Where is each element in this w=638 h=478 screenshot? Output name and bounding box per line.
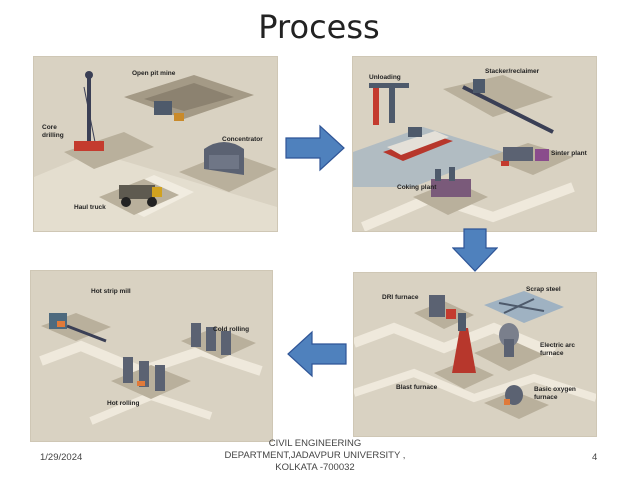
label-stacker-reclaimer: Stacker/reclaimer [485,68,540,75]
scrap-steel [484,291,564,323]
label-drilling: drilling [42,132,64,139]
label-cold-rolling: Cold rolling [213,326,249,333]
label-basic-oxygen: Basic oxygen [534,386,576,393]
basic-oxygen-furnace [484,385,549,419]
haul-truck [99,179,179,215]
label-blast-furnace: Blast furnace [396,384,438,391]
arrow-down-icon [452,228,498,272]
label-hot-strip-mill: Hot strip mill [91,288,131,295]
port-panel: Unloading Stacker/reclaimer Sinter plant… [352,56,597,232]
label-core: Core [42,124,57,131]
label-concentrator: Concentrator [222,136,263,143]
page-number: 4 [592,452,598,463]
footer-line-2: DEPARTMENT,JADAVPUR UNIVERSITY , [224,450,406,461]
label-sinter-plant: Sinter plant [551,150,588,157]
footer-date: 1/29/2024 [40,452,83,463]
concentrator [179,142,277,192]
mining-illustration: Core drilling Open pit mine Concentrator… [34,70,277,231]
label-coking-plant: Coking plant [397,184,437,191]
open-pit-mine [124,75,254,121]
arrow-left-icon [287,330,347,378]
footer-line-3: KOLKATA -700032 [275,462,355,473]
hot-rolling [111,357,191,399]
label-basic-oxygen-furnace: furnace [534,394,558,401]
footer-line-1: CIVIL ENGINEERING [268,438,362,449]
stacker-reclaimer [443,75,554,134]
mining-panel: Core drilling Open pit mine Concentrator… [33,56,278,232]
rolling-panel: Hot strip mill Cold rolling Hot rolling [30,270,273,442]
label-haul-truck: Haul truck [74,204,106,211]
hot-strip-mill [41,313,111,343]
label-electric-arc: Electric arc [540,342,575,349]
label-unloading: Unloading [369,74,401,81]
label-scrap-steel: Scrap steel [526,286,561,293]
electric-arc-furnace [474,323,544,371]
cold-rolling [181,323,256,359]
sinter-plant [488,143,573,175]
steelmaking-illustration: DRI furnace Scrap steel Electric arc fur… [354,286,596,419]
footer-department: CIVIL ENGINEERING DEPARTMENT,JADAVPUR UN… [210,438,420,474]
rolling-illustration: Hot strip mill Cold rolling Hot rolling [39,288,263,425]
label-dri-furnace: DRI furnace [382,294,419,301]
label-open-pit-mine: Open pit mine [132,70,176,77]
blast-furnace [434,313,494,389]
label-electric-arc-furnace: furnace [540,350,564,357]
coking-plant [413,167,488,215]
core-drilling-rig [64,71,154,169]
unloading-cranes [369,83,409,125]
arrow-right-icon [285,124,345,172]
slide-title: Process [258,8,380,46]
port-illustration: Unloading Stacker/reclaimer Sinter plant… [353,68,588,231]
ship [383,127,453,161]
steelmaking-panel: DRI furnace Scrap steel Electric arc fur… [353,272,597,437]
label-hot-rolling: Hot rolling [107,400,140,407]
